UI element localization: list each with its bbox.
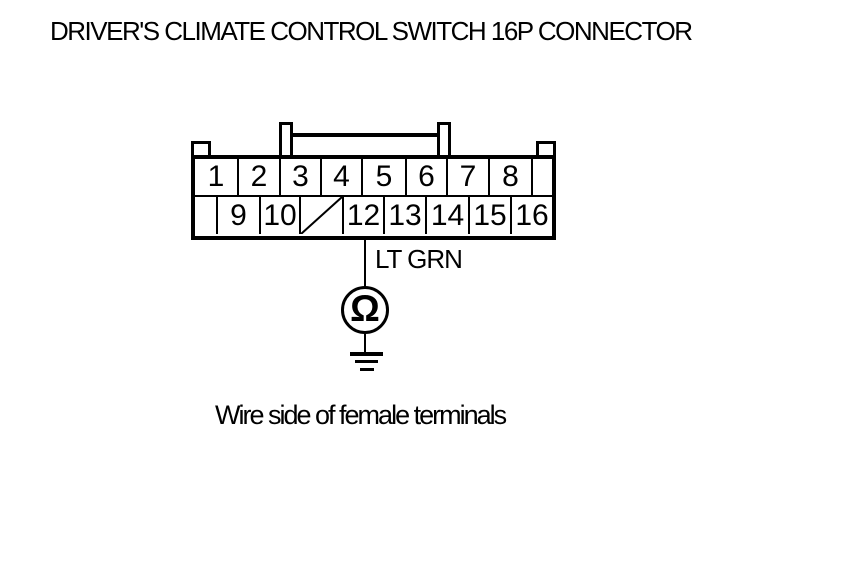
terminal-cell-9: 9 (218, 197, 261, 234)
ground-bar-middle (355, 360, 378, 363)
connector-corner-notch-left (191, 141, 211, 156)
blank-cell-bottom-left (195, 197, 218, 234)
terminal-cell-8: 8 (490, 159, 533, 195)
omega-symbol: Ω (350, 288, 380, 329)
terminal-cell-6: 6 (407, 159, 448, 195)
terminal-cell-15: 15 (470, 197, 512, 234)
wire-from-terminal-12 (364, 240, 366, 287)
no-terminal-cell-slashed (301, 197, 344, 234)
terminal-cell-14: 14 (427, 197, 470, 234)
connector-lock-bar (291, 133, 439, 137)
terminal-cell-1: 1 (195, 159, 239, 195)
connector-corner-notch-right (536, 141, 556, 156)
terminal-cell-3: 3 (281, 159, 322, 195)
pin-row-top: 1 2 3 4 5 6 7 8 (195, 159, 552, 197)
ground-bar-bottom (360, 368, 374, 371)
terminal-cell-5: 5 (363, 159, 407, 195)
blank-cell-top-right (533, 159, 552, 195)
terminal-cell-13: 13 (385, 197, 427, 234)
terminal-cell-16: 16 (515, 198, 549, 232)
terminal-cell-2: 2 (239, 159, 281, 195)
pin-row-bottom: 9 10 12 13 14 15 16 (195, 197, 552, 234)
terminal-cell-7: 7 (448, 159, 490, 195)
terminal-cell-12: 12 (344, 197, 385, 234)
wire-color-label: LT GRN (375, 244, 463, 274)
diagram-caption: Wire side of female terminals (215, 400, 507, 430)
diagram-title: DRIVER'S CLIMATE CONTROL SWITCH 16P CONN… (50, 16, 693, 46)
terminal-cell-10: 10 (261, 197, 301, 234)
connector-body: 1 2 3 4 5 6 7 8 9 10 12 13 14 15 16 (191, 155, 556, 240)
wire-to-ground (364, 334, 366, 353)
ground-bar-top (350, 352, 383, 356)
connector-lock-post-right (437, 122, 451, 155)
terminal-cell-4: 4 (322, 159, 363, 195)
ohmmeter-icon: Ω (341, 286, 389, 334)
connector-lock-post-left (279, 122, 293, 155)
diagonal-slash-icon (301, 197, 342, 234)
